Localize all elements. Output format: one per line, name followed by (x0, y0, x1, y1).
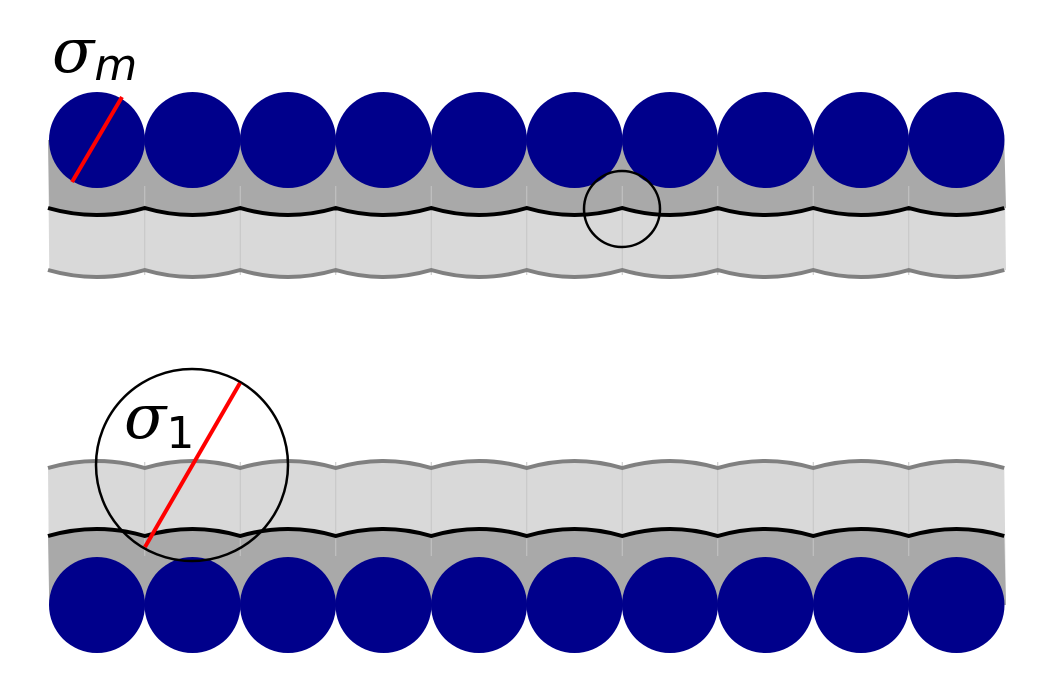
top-bead (526, 92, 623, 188)
bottom-seams (144, 462, 910, 556)
bottom-inner-contour (47, 527, 1005, 539)
bottom-beads (49, 557, 1005, 653)
bottom-bead (335, 557, 432, 653)
top-bead (335, 92, 432, 188)
bottom-outer-contour (47, 459, 1005, 471)
top-beads (49, 92, 1005, 188)
top-bead (908, 92, 1005, 188)
small-probe-circle (582, 169, 662, 249)
top-bead (813, 92, 909, 188)
top-outer-contour (47, 267, 1005, 279)
sigma-1-diameter-line (143, 381, 242, 549)
bottom-wall (47, 459, 1006, 653)
top-bead (431, 92, 527, 188)
sigma-1-subscript: 1 (166, 408, 194, 459)
top-seams (144, 186, 910, 275)
sigma-m-subscript: m (94, 40, 137, 91)
top-bead (622, 92, 718, 188)
top-inner-contour (47, 205, 1005, 217)
bottom-bead (717, 557, 814, 653)
bottom-bead (526, 557, 623, 653)
bottom-bead (813, 557, 909, 653)
bottom-bead (49, 557, 145, 653)
bottom-bead (144, 557, 241, 653)
top-bead (240, 92, 336, 188)
bottom-bead (622, 557, 718, 653)
top-wall (47, 92, 1006, 279)
bottom-bead (431, 557, 527, 653)
sigma-m-symbol: σ (52, 14, 96, 87)
bottom-bead (240, 557, 336, 653)
top-bead (717, 92, 814, 188)
sigma-1-symbol: σ (124, 380, 168, 453)
sigma-m-label: σm (52, 14, 137, 91)
sigma-m-diameter-line (70, 95, 124, 184)
large-probe-circle (94, 367, 290, 563)
top-bead (144, 92, 241, 188)
bottom-bead (908, 557, 1005, 653)
sigma-1-label: σ1 (124, 380, 194, 459)
